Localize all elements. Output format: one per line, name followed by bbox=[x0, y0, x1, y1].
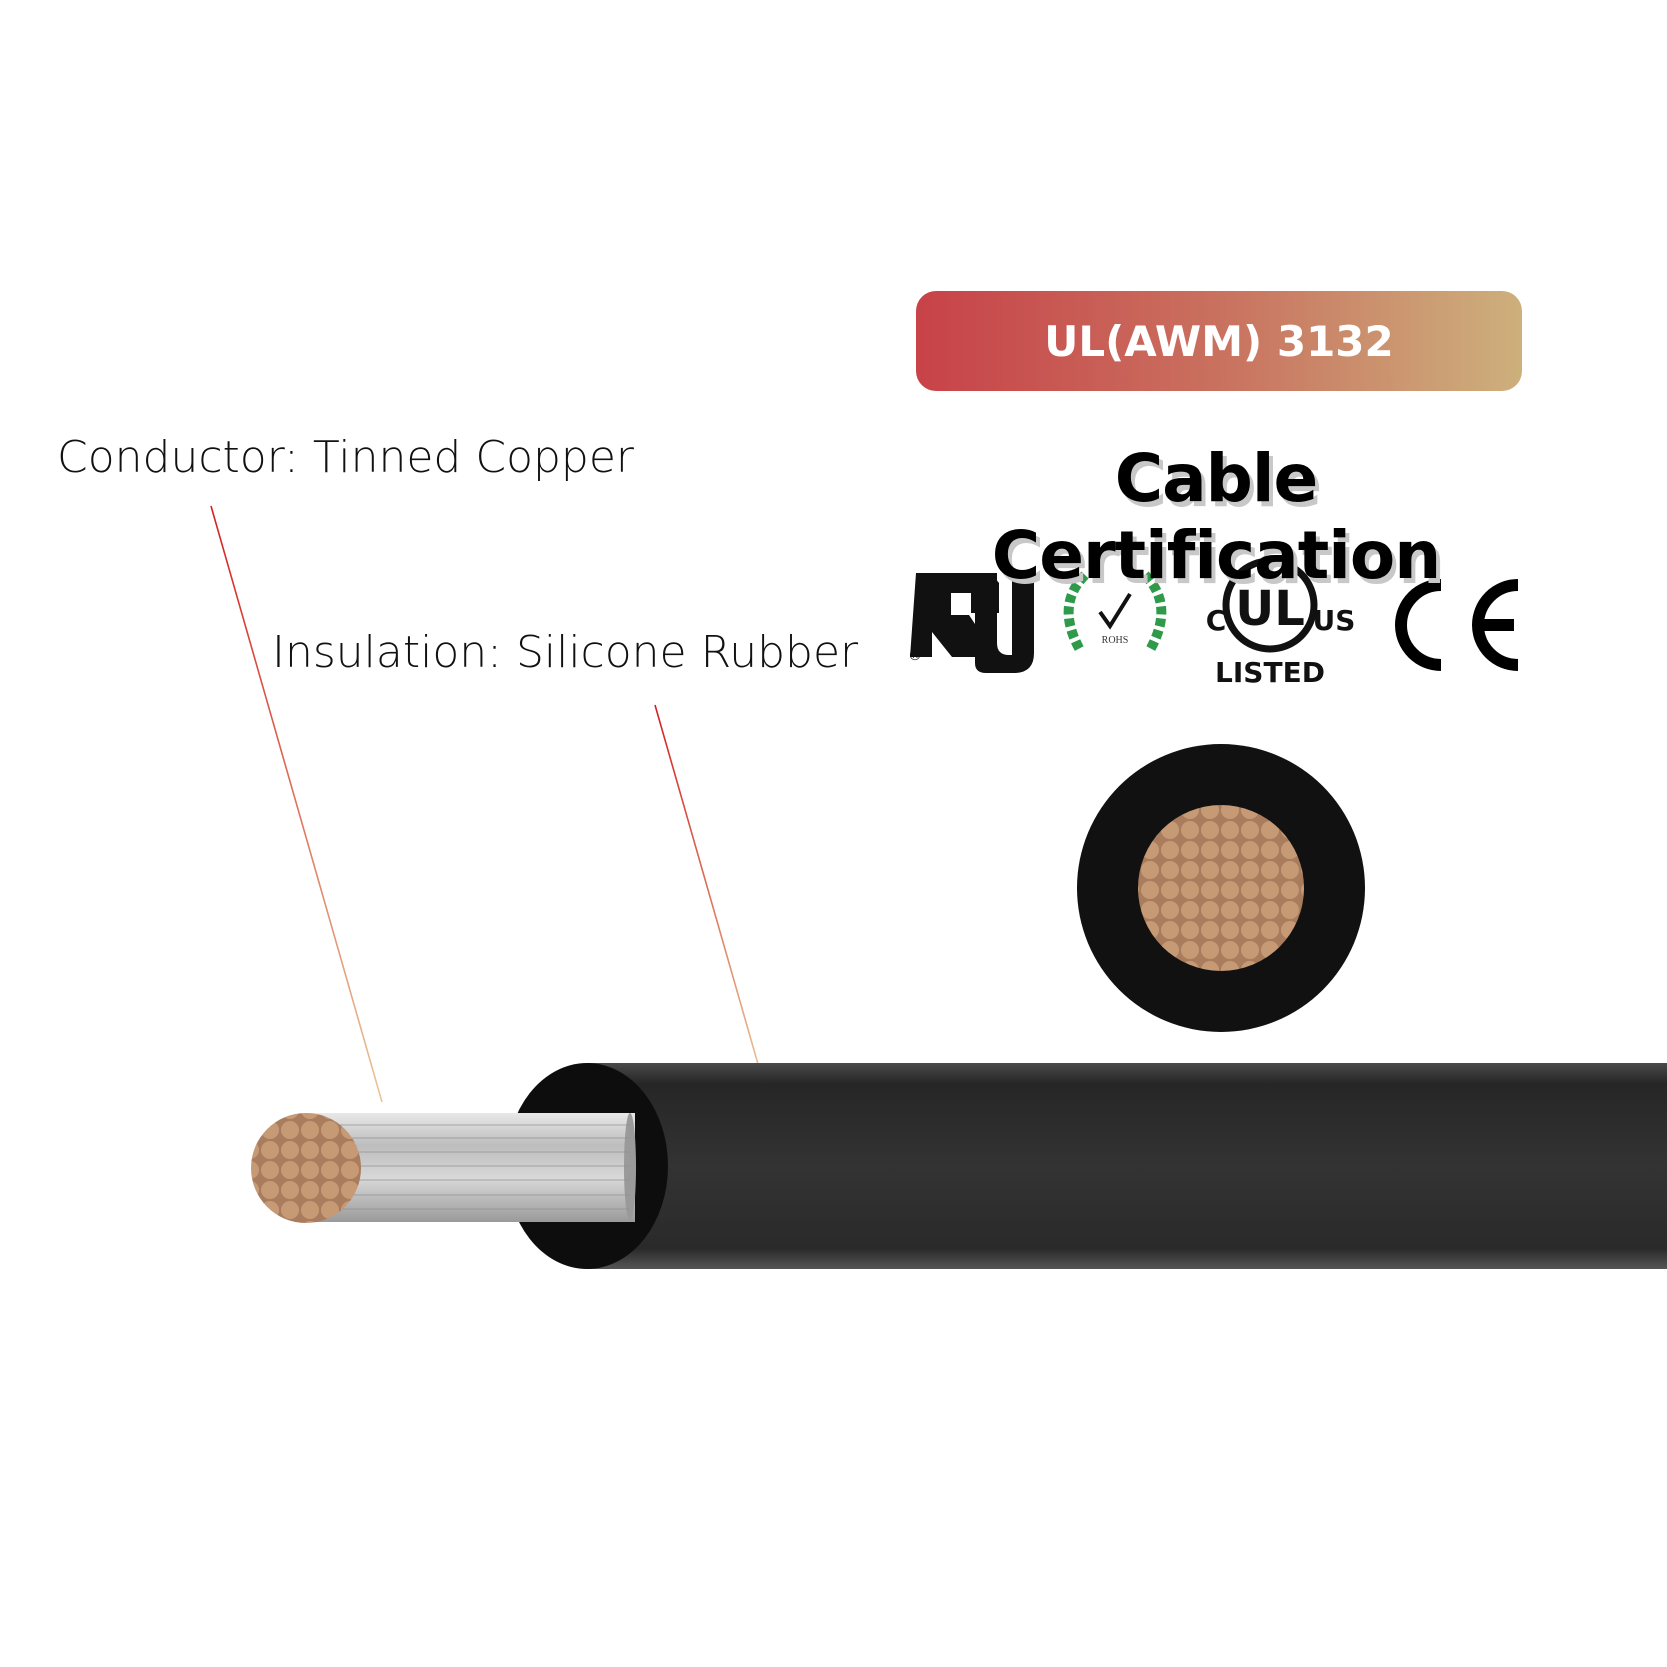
conductor-end-copper bbox=[251, 1113, 361, 1223]
certification-title: Cable Certification bbox=[991, 440, 1441, 594]
cable-cross-section bbox=[1077, 744, 1365, 1032]
conductor-label: Conductor: Tinned Copper bbox=[57, 432, 635, 483]
svg-text:UL: UL bbox=[1235, 581, 1305, 637]
conductor-leader-line bbox=[210, 505, 383, 1103]
svg-text:®: ® bbox=[908, 648, 922, 664]
svg-text:CE: CE bbox=[1480, 699, 1482, 701]
insulation-label: Insulation: Silicone Rubber bbox=[272, 627, 859, 678]
ur-recognized-logo: ® bbox=[908, 573, 1034, 673]
svg-text:ROHS: ROHS bbox=[1102, 635, 1129, 646]
culus-listed-logo: UL C US LISTED bbox=[1206, 557, 1356, 689]
svg-text:LISTED: LISTED bbox=[1215, 656, 1325, 689]
insulation-leader-line bbox=[654, 704, 765, 1086]
cable-jacket bbox=[506, 1063, 1667, 1269]
svg-text:C: C bbox=[1206, 604, 1227, 637]
ce-logo: CE bbox=[1395, 579, 1519, 701]
tinned-conductor bbox=[251, 1113, 636, 1223]
rohs-logo: ROHS bbox=[1063, 571, 1167, 653]
cable-standard-badge: UL(AWM) 3132 bbox=[916, 291, 1522, 391]
svg-text:US: US bbox=[1313, 604, 1356, 637]
